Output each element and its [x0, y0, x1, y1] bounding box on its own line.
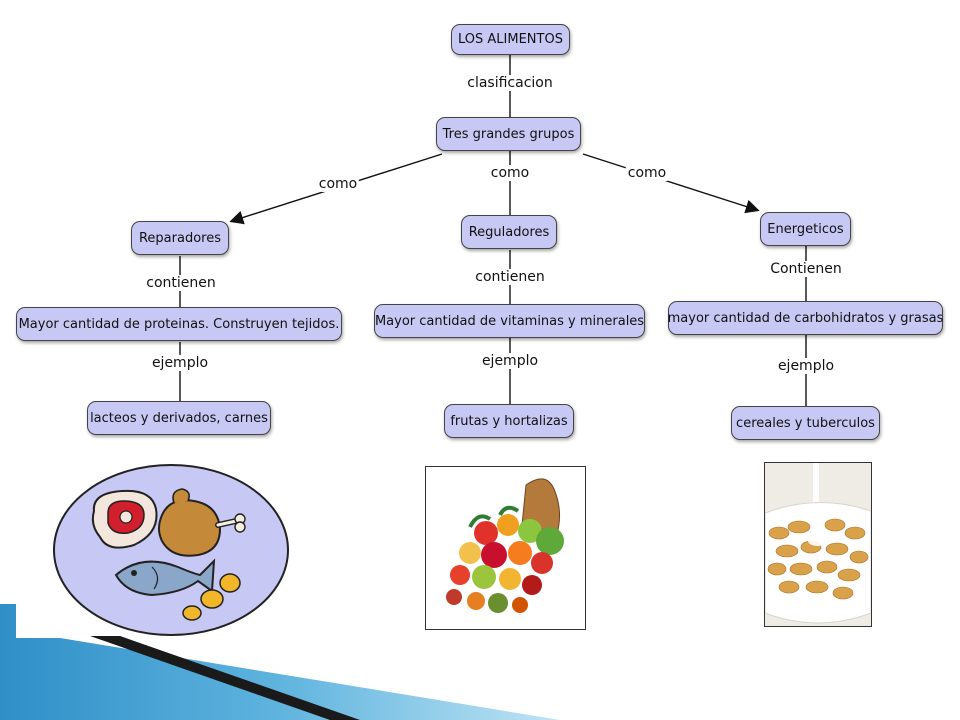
node-energeticos-example: cereales y tuberculos: [731, 406, 880, 440]
link-label-contienen-left: contienen: [144, 275, 218, 291]
node-reguladores-description: Mayor cantidad de vitaminas y minerales: [374, 304, 645, 338]
link-label-ejemplo-left: ejemplo: [149, 355, 211, 371]
link-label-contienen-right: Contienen: [768, 261, 844, 277]
roast-chicken-icon: [158, 488, 246, 557]
link-label-clasificacion: clasificacion: [465, 75, 555, 91]
node-energeticos-description: mayor cantidad de carbohidratos y grasas: [668, 301, 943, 335]
link-label-como-right: como: [625, 165, 669, 181]
steak-icon: [91, 489, 158, 549]
node-tres-grandes-grupos: Tres grandes grupos: [436, 117, 581, 151]
node-los-alimentos: LOS ALIMENTOS: [451, 24, 570, 55]
link-groups-energeticos: [582, 153, 760, 214]
link-label-ejemplo-right: ejemplo: [775, 358, 837, 374]
node-reguladores: Reguladores: [461, 215, 557, 249]
link-label-ejemplo-mid: ejemplo: [479, 353, 541, 369]
node-reparadores: Reparadores: [131, 221, 229, 255]
node-reparadores-example: lacteos y derivados, carnes: [87, 401, 271, 435]
fruits-cornucopia-image: [425, 466, 586, 630]
link-label-como-mid: como: [488, 165, 532, 181]
link-label-contienen-mid: contienen: [473, 269, 547, 285]
node-energeticos: Energeticos: [760, 212, 851, 246]
proteins-illustration: [52, 463, 290, 637]
node-reguladores-example: frutas y hortalizas: [444, 404, 574, 438]
node-reparadores-description: Mayor cantidad de proteinas. Construyen …: [16, 307, 342, 341]
cereal-bowl-image: [764, 462, 872, 627]
fish-icon: [114, 558, 216, 597]
link-label-como-left: como: [316, 176, 360, 192]
